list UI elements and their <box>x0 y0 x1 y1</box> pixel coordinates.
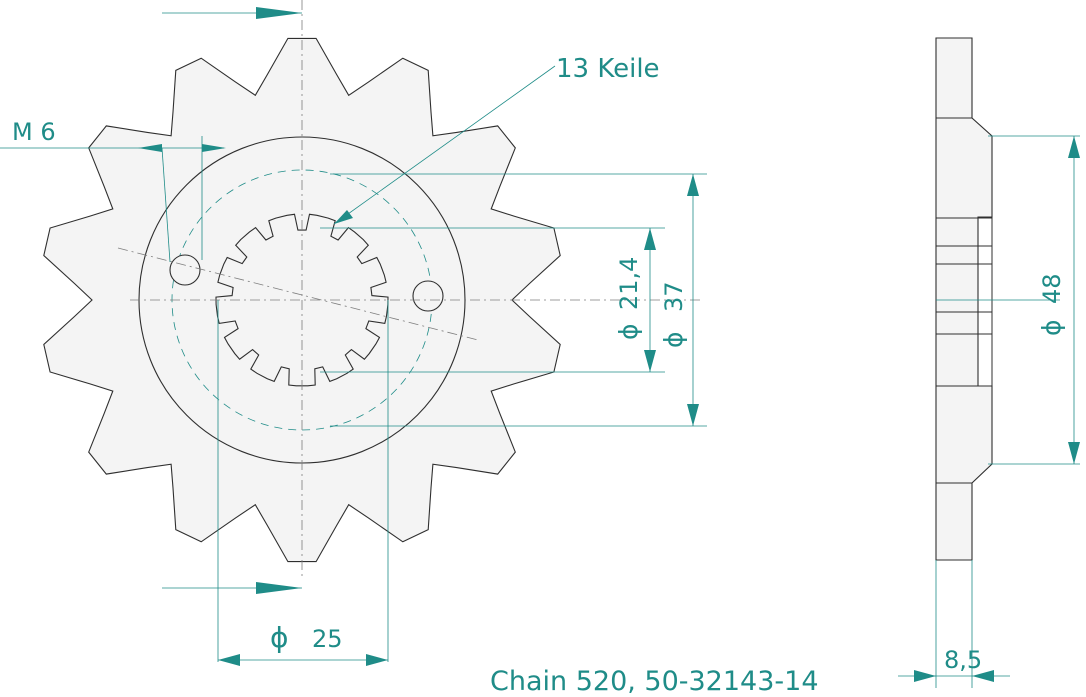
bottom-dim-right-arrow-icon <box>366 654 388 666</box>
thickness-left-arrow-icon <box>914 670 936 682</box>
thread-arrow-left-icon <box>138 144 162 152</box>
section-markers <box>162 7 302 594</box>
middle-dim-bottom-arrow-icon <box>687 404 699 426</box>
bottom-dim-symbol: ϕ <box>270 621 288 654</box>
bottom-dim-left-arrow-icon <box>218 654 240 666</box>
thread-left-vertical <box>161 147 171 263</box>
caption: Chain 520, 50-32143-14 <box>490 666 819 697</box>
outer-dim-top-arrow-icon <box>1068 136 1080 158</box>
inner-dim-value: 21,4 <box>615 257 643 310</box>
side-view: ϕ 48 8,5 <box>898 37 1080 688</box>
thickness-right-arrow-icon <box>972 670 994 682</box>
spline-callout: 13 Keile <box>333 54 660 225</box>
thread-annotation: M 6 <box>0 118 226 263</box>
middle-dim-top-arrow-icon <box>687 174 699 196</box>
thread-label: M 6 <box>12 118 56 146</box>
middle-dim-symbol: ϕ <box>659 332 688 349</box>
spline-callout-line <box>333 65 556 225</box>
thread-arrow-right-icon <box>202 144 226 152</box>
front-view <box>43 0 700 580</box>
diagonal-centerline <box>117 247 479 341</box>
side-profile <box>935 37 993 561</box>
inner-dim-symbol: ϕ <box>614 324 643 341</box>
outer-dim-value: 48 <box>1038 273 1066 304</box>
left-mount-hole <box>169 254 201 286</box>
top-arrow-icon <box>256 7 302 19</box>
callout-label: 13 Keile <box>556 54 660 84</box>
side-lower-band <box>935 333 993 387</box>
outer-dim-bottom-arrow-icon <box>1068 442 1080 464</box>
front-dimensions: ϕ 21,4 ϕ 37 ϕ 25 <box>217 173 707 666</box>
outer-dim-symbol: ϕ <box>1037 320 1066 337</box>
thickness-label: 8,5 <box>944 646 982 674</box>
middle-dim-value: 37 <box>660 281 688 312</box>
inner-dim-bottom-arrow-icon <box>644 350 656 372</box>
inner-dim-top-arrow-icon <box>644 228 656 250</box>
bottom-arrow-icon <box>256 582 302 594</box>
bottom-dim-value: 25 <box>312 625 343 653</box>
right-mount-hole <box>412 280 444 312</box>
spline-callout-arrow-icon <box>334 210 353 224</box>
